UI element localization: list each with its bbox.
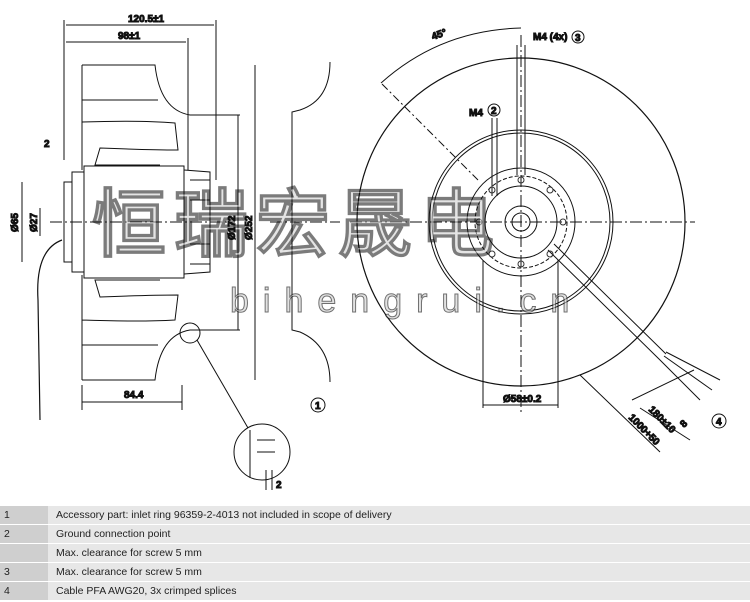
watermark-cn: 恒瑞宏晟电 bbox=[92, 183, 502, 266]
dim-d65: Ø65 bbox=[10, 213, 21, 232]
note-text: Accessory part: inlet ring 96359-2-4013 … bbox=[48, 506, 750, 524]
note-number: 3 bbox=[0, 563, 48, 581]
dim-bottom: 84.4 bbox=[124, 390, 144, 401]
dim-d252: Ø252 bbox=[244, 215, 255, 240]
dim-detail-gap: 2 bbox=[276, 480, 282, 491]
label-m4-4x: M4 (4x) bbox=[533, 32, 567, 43]
note-text: Max. clearance for screw 5 mm bbox=[48, 563, 750, 581]
note-text: Ground connection point bbox=[48, 525, 750, 543]
dim-d58: Ø58±0.2 bbox=[503, 394, 542, 405]
dim-body-length: 98±1 bbox=[118, 31, 141, 42]
table-row: Max. clearance for screw 5 mm bbox=[0, 544, 750, 562]
dim-strip-end: 8 bbox=[678, 418, 690, 430]
watermark-url: bihengrui.cn bbox=[230, 282, 583, 320]
dim-angle: 45° bbox=[430, 27, 448, 43]
note-number bbox=[0, 544, 48, 562]
dim-d27: Ø27 bbox=[29, 213, 40, 232]
side-view bbox=[21, 20, 340, 490]
callout-4: 4 bbox=[716, 417, 722, 428]
front-view bbox=[350, 27, 727, 453]
note-number: 4 bbox=[0, 582, 48, 600]
drawing-canvas: 恒瑞宏晟电 bihengrui.cn 120.5±1 98±1 2 Ø65 Ø2… bbox=[10, 14, 727, 492]
note-text: Max. clearance for screw 5 mm bbox=[48, 544, 750, 562]
callout-1: 1 bbox=[315, 401, 321, 412]
callout-3: 3 bbox=[575, 33, 581, 44]
dim-flange: 2 bbox=[44, 139, 50, 150]
dim-overall-length: 120.5±1 bbox=[128, 14, 165, 25]
label-m4: M4 bbox=[469, 108, 483, 119]
note-number: 1 bbox=[0, 506, 48, 524]
note-text: Cable PFA AWG20, 3x crimped splices bbox=[48, 582, 750, 600]
dim-d172: Ø172 bbox=[227, 215, 238, 240]
note-number: 2 bbox=[0, 525, 48, 543]
callout-2: 2 bbox=[491, 106, 497, 117]
